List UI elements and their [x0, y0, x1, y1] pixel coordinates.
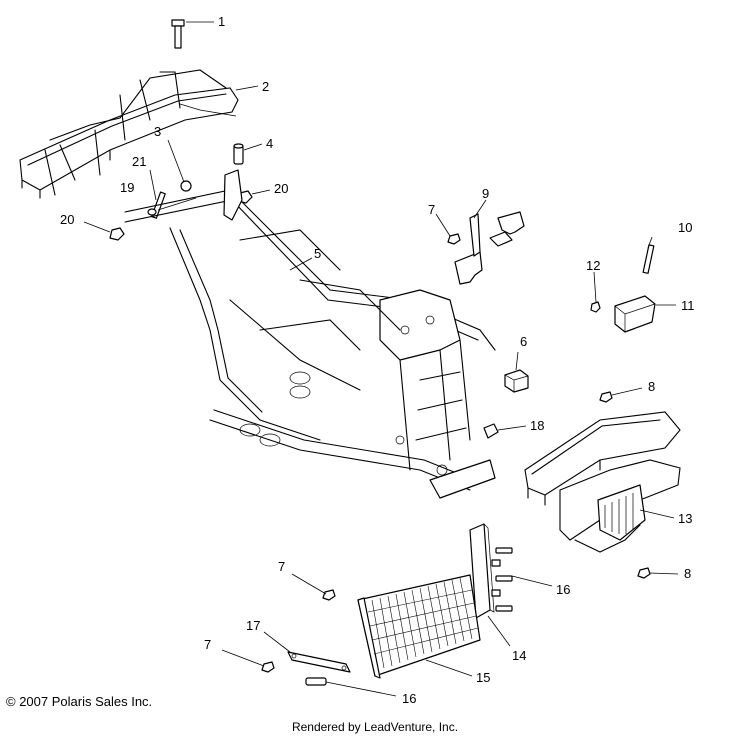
callout-19: 19	[120, 180, 134, 195]
callout-11: 11	[681, 298, 695, 313]
part-18-clip	[483, 423, 499, 439]
callout-12: 12	[586, 258, 600, 273]
part-7-screw-upper	[447, 233, 461, 245]
callout-18: 18	[530, 418, 544, 433]
part-11-light	[614, 295, 656, 333]
part-16-pin-bottom	[305, 677, 327, 686]
callout-3: 3	[154, 124, 161, 139]
part-8-screw-lower	[637, 567, 651, 579]
callout-15: 15	[476, 670, 490, 685]
callout-7-lower: 7	[204, 637, 211, 652]
callout-8-upper: 8	[648, 379, 655, 394]
callout-14: 14	[512, 648, 526, 663]
part-4-spacer	[233, 143, 244, 165]
part-6-block	[504, 369, 529, 393]
callout-2: 2	[262, 79, 269, 94]
part-9-brackets	[454, 211, 525, 285]
callout-8-lower: 8	[684, 566, 691, 581]
callout-20-left: 20	[60, 212, 74, 227]
callout-13: 13	[678, 511, 692, 526]
part-3-nut	[180, 180, 192, 192]
part-10-bolt	[642, 244, 655, 274]
callout-10: 10	[678, 220, 692, 235]
part-13-front-rack	[524, 411, 681, 553]
callout-6: 6	[520, 334, 527, 349]
callout-1: 1	[218, 14, 225, 29]
part-5-main-frame	[124, 169, 496, 499]
part-15-grille	[357, 574, 481, 679]
callout-7-upper: 7	[428, 202, 435, 217]
callout-17: 17	[246, 618, 260, 633]
callout-16-bottom: 16	[402, 691, 416, 706]
callout-4: 4	[266, 136, 273, 151]
callout-labels: 1 2 3 4 5 6 7 7 7 8 8 9 10 11 12 13 14 1…	[60, 14, 695, 706]
part-7-screw-lower	[261, 661, 275, 673]
part-17-strap	[287, 651, 351, 673]
part-2-rear-rack	[19, 69, 239, 199]
copyright-notice: © 2007 Polaris Sales Inc.	[6, 694, 153, 709]
callout-7-middle: 7	[278, 559, 285, 574]
callout-5: 5	[314, 246, 321, 261]
part-1-bolt	[171, 19, 185, 49]
callout-20-right: 20	[274, 181, 288, 196]
leader-lines	[83, 21, 679, 697]
part-20-nut-left	[109, 227, 125, 241]
part-16-pins-right	[491, 547, 513, 612]
rendered-by-credit: Rendered by LeadVenture, Inc.	[291, 720, 459, 734]
part-12-nut	[590, 301, 601, 313]
part-8-screw-upper	[599, 391, 613, 403]
part-7-screw-middle	[322, 589, 336, 601]
part-14-side-plate	[469, 523, 495, 619]
part-19-washer	[147, 208, 157, 216]
callout-16-right: 16	[556, 582, 570, 597]
callout-21: 21	[132, 154, 146, 169]
callout-9: 9	[482, 186, 489, 201]
